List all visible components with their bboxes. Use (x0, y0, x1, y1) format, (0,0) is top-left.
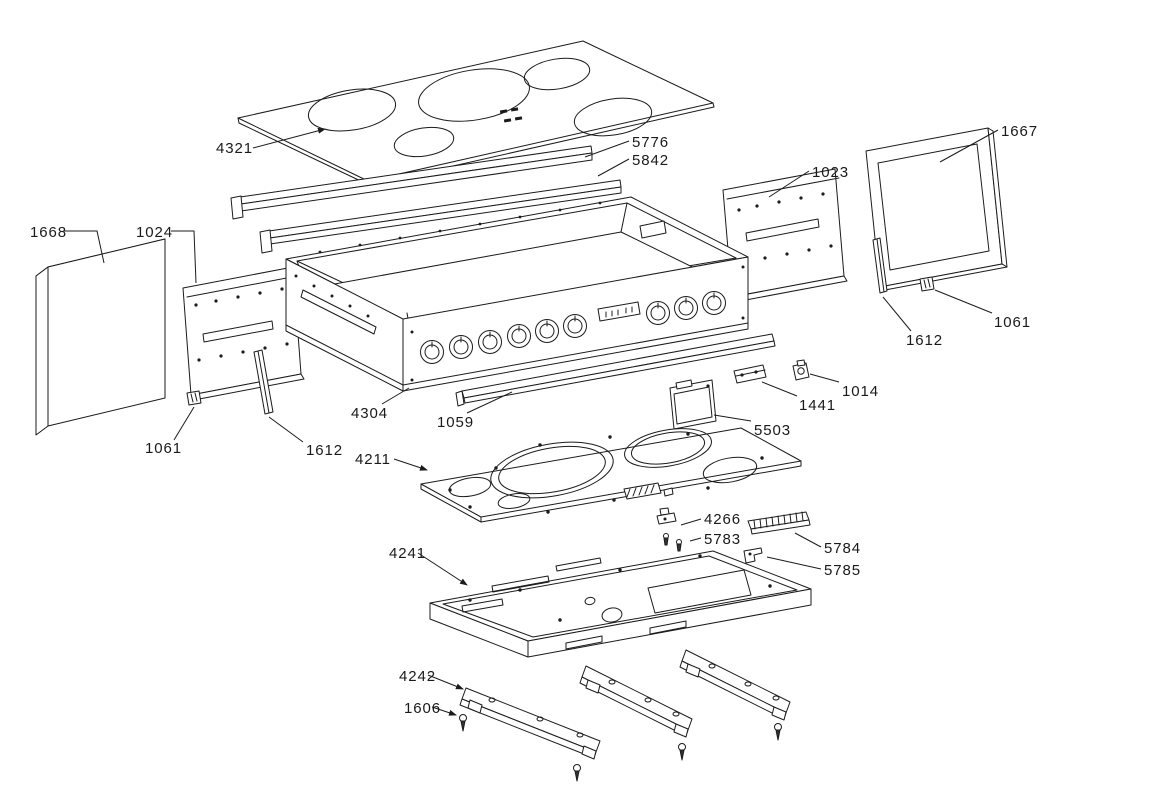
control-knobs (420, 291, 726, 364)
part-strip-1612-left (253, 349, 274, 415)
leader-1441 (761, 381, 798, 397)
part-front-trim-1059 (455, 333, 776, 407)
leader-1612-left (268, 416, 304, 443)
part-rear-panel-1023 (722, 168, 848, 303)
label-4211: 4211 (355, 451, 391, 468)
part-terminal-strip-5784 (747, 511, 811, 535)
part-front-panel-1024 (182, 266, 305, 401)
part-bracket-4266 (656, 507, 677, 525)
leader-1612-right (882, 296, 912, 332)
part-support-bracket-3 (679, 649, 791, 721)
part-side-panel-1667 (865, 127, 1008, 291)
leader-4241 (417, 552, 468, 586)
leader-5842 (597, 158, 630, 177)
label-4304: 4304 (351, 405, 388, 422)
control-marks (499, 107, 523, 123)
label-1441: 1441 (799, 397, 836, 414)
label-1668: 1668 (30, 224, 67, 241)
part-trim-rail-5842 (259, 179, 622, 254)
label-5842: 5842 (632, 152, 669, 169)
leader-5785 (766, 556, 822, 570)
label-1667: 1667 (1001, 123, 1038, 140)
label-1059: 1059 (437, 414, 474, 431)
label-4241: 4241 (389, 545, 426, 562)
terminal-block (623, 482, 674, 500)
leader-5776 (584, 140, 630, 158)
label-4266: 4266 (704, 511, 741, 528)
leader-1014 (809, 373, 840, 383)
leader-1023 (768, 170, 810, 198)
leader-5783 (689, 537, 702, 542)
label-4321: 4321 (216, 140, 253, 157)
part-side-panel-1668 (35, 238, 166, 436)
label-1061-right: 1061 (994, 314, 1031, 331)
label-1606: 1606 (404, 700, 441, 717)
part-main-chassis (285, 196, 749, 392)
label-1612-left: 1612 (306, 442, 343, 459)
label-1612-right: 1612 (906, 332, 943, 349)
leader-1668 (64, 230, 105, 264)
leader-5503 (713, 414, 752, 422)
leader-4242 (427, 674, 464, 690)
part-trim-rail-5776 (230, 145, 593, 220)
leader-1061-left (173, 406, 195, 441)
part-plate-1441 (733, 364, 767, 384)
label-1024: 1024 (136, 224, 173, 241)
control-display (597, 301, 641, 322)
label-1061-left: 1061 (145, 440, 182, 457)
part-screw-1606 (459, 714, 782, 782)
part-labels: 4321 5776 5842 1023 1667 1668 1024 1061 … (30, 123, 1038, 717)
part-bottom-tray-4241 (429, 550, 812, 658)
leader-4321 (252, 127, 326, 149)
part-clip-5785 (743, 547, 763, 564)
leader-1606 (431, 706, 457, 716)
part-support-bracket-2 (579, 665, 693, 738)
label-5783: 5783 (704, 531, 741, 548)
label-5503: 5503 (754, 422, 791, 439)
part-glass-cooktop (237, 40, 715, 186)
label-1014: 1014 (842, 383, 879, 400)
part-cover-5503 (669, 379, 717, 430)
label-5785: 5785 (824, 562, 861, 579)
leader-1059 (466, 391, 513, 414)
leader-1667 (939, 129, 999, 163)
leader-1024 (171, 230, 197, 284)
leader-4266 (680, 518, 702, 526)
part-clip-1061-right (919, 276, 935, 292)
leader-4211 (393, 458, 428, 471)
part-support-bracket-1 (459, 687, 601, 760)
part-clip-1061-left (186, 390, 202, 406)
leader-1061-right (934, 289, 993, 314)
label-5776: 5776 (632, 134, 669, 151)
label-1023: 1023 (812, 164, 849, 181)
label-5784: 5784 (824, 540, 861, 557)
leader-5784 (794, 532, 822, 548)
part-component-1014 (792, 359, 810, 381)
part-screws-5783 (663, 533, 682, 552)
label-4242: 4242 (399, 668, 436, 685)
part-burner-plate-4211 (420, 427, 802, 523)
leader-4304 (381, 387, 410, 405)
part-strip-1612-right (872, 237, 888, 294)
leader-lines (64, 127, 999, 716)
